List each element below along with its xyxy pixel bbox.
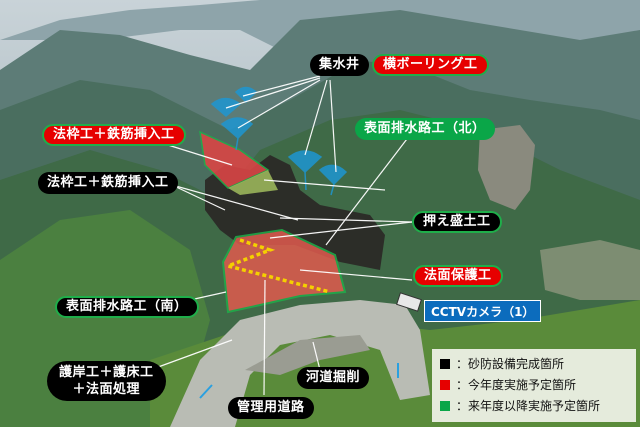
legend-label: 砂防設備完成箇所 [468,357,565,371]
label-cctv-camera: CCTVカメラ（1） [424,300,542,322]
label-kasen-kussaku: 河道掘削 [297,367,370,389]
red-area-lower [221,228,347,314]
legend-swatch-black [440,358,450,369]
label-shusuisei: 集水井 [310,54,369,76]
label-gogan: 護岸工＋護床工 ＋法面処理 [47,361,166,401]
label-gogan-line2: ＋法面処理 [72,382,141,397]
label-yoko-boring: 横ボーリング工 [372,54,489,76]
legend-swatch-green [440,400,450,411]
legend-label: 今年度実施予定箇所 [468,378,577,392]
label-nori-waku-red: 法枠工＋鉄筋挿入工 [42,124,186,146]
label-oshie-morido: 押え盛土工 [412,211,502,233]
legend-label: 来年度以降実施予定箇所 [468,399,601,413]
legend-item-completed: ： 砂防設備完成箇所 [440,353,636,374]
label-hyomen-kita: 表面排水路工（北） [355,118,495,140]
legend-item-next-year: ： 来年度以降実施予定箇所 [440,395,636,416]
legend-item-this-year: ： 今年度実施予定箇所 [440,374,636,395]
label-hyomen-minami: 表面排水路工（南） [55,296,199,318]
green-area [228,170,278,195]
label-gogan-line1: 護岸工＋護床工 [59,365,154,380]
label-nomen-hogo: 法面保護工 [413,265,503,287]
label-nori-waku-black: 法枠工＋鉄筋挿入工 [38,172,178,194]
label-kanri-doro: 管理用道路 [228,397,314,419]
camera-icon [396,292,422,312]
legend: ： 砂防設備完成箇所 ： 今年度実施予定箇所 ： 来年度以降実施予定箇所 [432,349,636,422]
legend-swatch-red [440,379,450,390]
